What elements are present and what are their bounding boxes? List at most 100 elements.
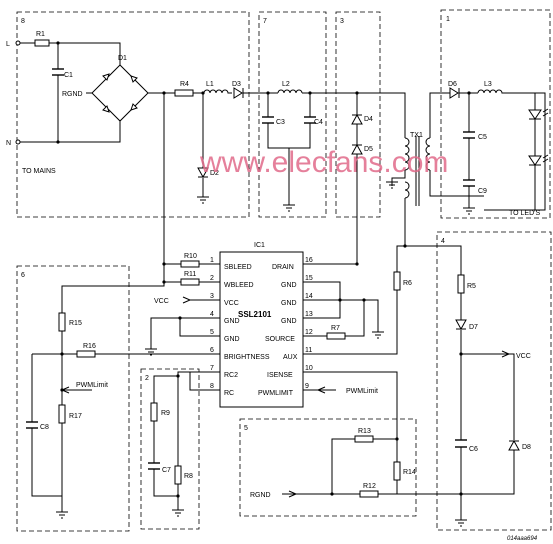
ic1-pin14-num: 14 — [305, 293, 313, 300]
wire-r13 — [331, 438, 397, 494]
ic1-pin2-name: WBLEED — [224, 282, 254, 289]
section-number-2: 2 — [145, 375, 149, 382]
ic1-pin8-name: RC — [224, 390, 234, 397]
label-r1: R1 — [36, 31, 45, 38]
node-r13-right — [395, 437, 399, 441]
label-r12: R12 — [363, 483, 376, 490]
ic1-pin3-name: VCC — [224, 300, 239, 307]
node-aux-top — [403, 244, 407, 248]
ic1-part-number: SSL2101 — [238, 310, 272, 319]
arrow-rgnd — [288, 490, 298, 498]
ic1-pin8-num: 8 — [210, 383, 214, 390]
ic1-pin11-name: AUX — [283, 354, 298, 361]
section-box-6 — [16, 265, 130, 532]
diode-d6 — [449, 87, 459, 99]
label-d4: D4 — [364, 116, 373, 123]
label-c6: C6 — [469, 446, 478, 453]
section-box-2 — [140, 368, 200, 530]
node-c3 — [266, 91, 270, 95]
arrow-pwm-b — [316, 386, 326, 394]
ic1-pin13-name: GND — [281, 318, 297, 325]
led-2-rays — [542, 154, 549, 163]
watermark: www.elecfans.com — [199, 146, 448, 179]
node-r10 — [162, 262, 166, 266]
ground-ic-left — [145, 348, 157, 356]
section-box-3 — [335, 11, 381, 218]
resistor-r17 — [58, 404, 66, 424]
ic1-pin15-name: GND — [281, 282, 297, 289]
diode-d3 — [233, 87, 243, 99]
bridge-diode-4 — [130, 103, 138, 111]
resistor-r6 — [393, 271, 401, 291]
section-number-3: 3 — [340, 18, 344, 25]
tx1-secondary — [425, 137, 431, 171]
label-d6: D6 — [448, 81, 457, 88]
wire-rc2 — [177, 371, 205, 466]
ic1-pin9-num: 9 — [305, 383, 309, 390]
ic1-body — [219, 251, 304, 408]
inductor-l1 — [203, 89, 232, 94]
label-r14: R14 — [403, 469, 416, 476]
label-tx1: TX1 — [410, 132, 423, 139]
wire-c3 — [267, 93, 311, 149]
resistor-r15 — [58, 312, 66, 332]
note-to-mains: TO MAINS — [22, 168, 56, 175]
label-rgnd-bottom: RGND — [250, 492, 271, 499]
label-r15: R15 — [69, 320, 82, 327]
ic1-pin15-num: 15 — [305, 275, 313, 282]
ground-section-7 — [283, 204, 295, 212]
wire-gnd-pins-4-5 — [150, 317, 205, 349]
label-r8: R8 — [184, 473, 193, 480]
node-r13-left — [330, 492, 334, 496]
label-d5: D5 — [364, 146, 373, 153]
wire-aux-down — [396, 198, 406, 272]
label-r7: R7 — [331, 325, 340, 332]
ic1-pin12-num: 12 — [305, 329, 313, 336]
ic1-pin2-num: 2 — [210, 275, 214, 282]
label-r13: R13 — [358, 428, 371, 435]
ic1-left-pins: 1 SBLEED 2 WBLEED 3 VCC 4 GND 5 GND 6 BR… — [210, 257, 270, 397]
wire-section-4-top — [405, 245, 462, 275]
label-r16: R16 — [83, 343, 96, 350]
led-1-rays — [542, 108, 549, 117]
label-r4: R4 — [180, 81, 189, 88]
ic1-pin16-name: DRAIN — [272, 264, 294, 271]
net-vcc-left: VCC — [154, 298, 169, 305]
arrow-vcc-left — [182, 296, 192, 304]
ic1-pin5-num: 5 — [210, 329, 214, 336]
ic1-right-pins: 16 DRAIN 15 GND 14 GND 13 GND 12 SOURCE … — [258, 257, 313, 397]
section-box-1 — [440, 9, 551, 219]
ic1-pin11-num: 11 — [305, 347, 312, 354]
ic1-pin16-num: 16 — [305, 257, 313, 264]
resistor-r8 — [174, 465, 182, 485]
bridge-diode-1 — [102, 73, 110, 81]
terminal-n-label: N — [6, 140, 11, 147]
diode-d8 — [508, 439, 520, 451]
node-pwm-a — [60, 388, 64, 392]
section-box-8 — [16, 11, 250, 218]
node-vcc-right — [459, 352, 463, 356]
node-gnd-14 — [338, 298, 342, 302]
net-pwm-limit-b: PWMLimit — [346, 388, 378, 395]
label-c4: C4 — [314, 119, 323, 126]
ic1-pin4-num: 4 — [210, 311, 214, 318]
ic1-pin1-num: 1 — [210, 257, 214, 264]
wire-neutral — [20, 120, 121, 143]
resistor-r11 — [180, 278, 200, 286]
label-c9: C9 — [478, 188, 487, 195]
resistor-r4 — [174, 89, 194, 97]
terminal-l — [15, 40, 21, 46]
tx1-primary — [404, 137, 410, 171]
node-r7 — [362, 298, 366, 302]
ic1-pin7-name: RC2 — [224, 372, 238, 379]
label-r10: R10 — [184, 253, 197, 260]
ic1-pin6-num: 6 — [210, 347, 214, 354]
node-c4 — [308, 91, 312, 95]
label-c7: C7 — [162, 467, 171, 474]
resistor-r14 — [393, 461, 401, 481]
section-box-4 — [436, 231, 552, 531]
section-number-4: 4 — [441, 238, 445, 245]
resistor-r7 — [326, 332, 346, 340]
ground-section-1 — [463, 207, 475, 215]
